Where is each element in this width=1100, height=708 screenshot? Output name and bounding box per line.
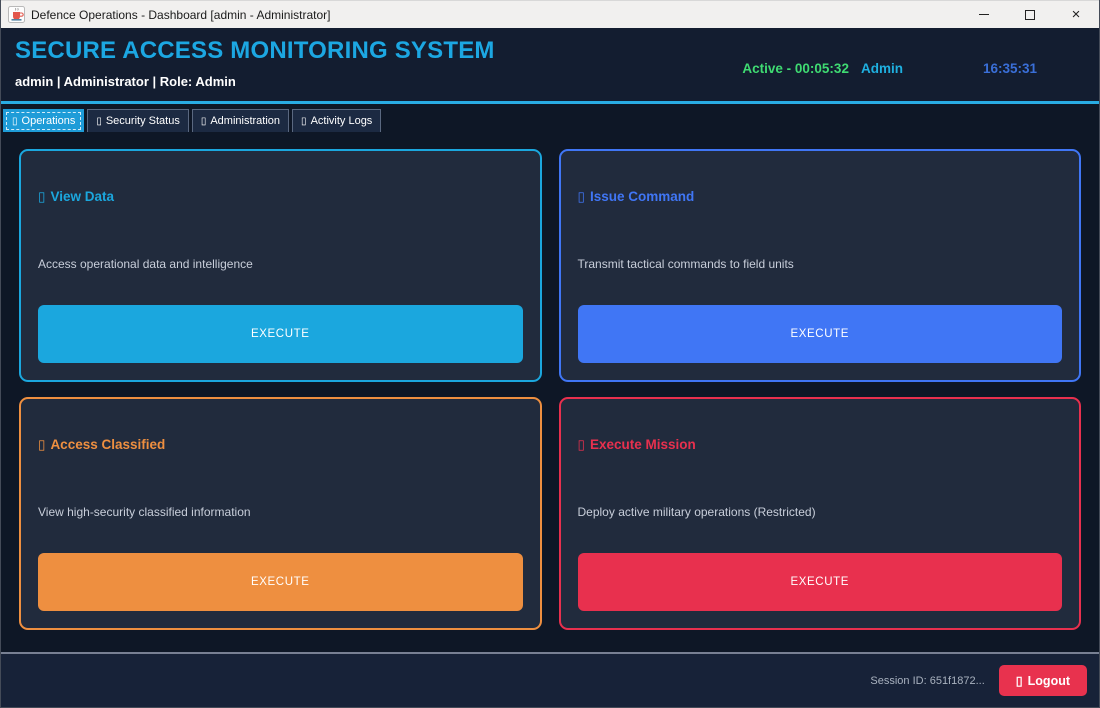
card-description: Transmit tactical commands to field unit… xyxy=(577,257,794,271)
tab-bar: ▯ Operations ▯ Security Status ▯ Adminis… xyxy=(1,104,1099,132)
page-title: SECURE ACCESS MONITORING SYSTEM xyxy=(15,37,495,64)
card-issue-command: ▯Issue Command Transmit tactical command… xyxy=(558,149,1081,382)
minimize-icon xyxy=(979,14,989,15)
card-title: ▯Execute Mission xyxy=(577,437,696,452)
card-title: ▯View Data xyxy=(38,189,114,204)
close-icon: × xyxy=(1071,6,1081,23)
tab-label: Operations xyxy=(21,115,76,127)
tab-operations[interactable]: ▯ Operations xyxy=(3,109,85,132)
execute-mission-icon: ▯ xyxy=(577,437,585,452)
maximize-icon xyxy=(1025,9,1035,20)
user-role-subtitle: admin | Administrator | Role: Admin xyxy=(15,74,236,89)
logout-icon: ▯ xyxy=(1015,674,1023,688)
tab-administration[interactable]: ▯ Administration xyxy=(191,109,290,132)
operations-tab-icon: ▯ xyxy=(12,115,18,127)
tab-security-status[interactable]: ▯ Security Status xyxy=(87,109,189,132)
access-classified-icon: ▯ xyxy=(38,437,46,452)
session-id-label: Session ID: 651f1872... xyxy=(870,674,985,687)
app-header: SECURE ACCESS MONITORING SYSTEM admin | … xyxy=(1,28,1099,101)
operations-grid: ▯View Data Access operational data and i… xyxy=(19,149,1081,630)
minimize-button[interactable] xyxy=(961,1,1007,28)
clock: 16:35:31 xyxy=(982,61,1037,76)
logout-label: Logout xyxy=(1027,673,1070,688)
card-view-data: ▯View Data Access operational data and i… xyxy=(19,149,542,382)
tab-label: Administration xyxy=(210,115,281,127)
header-left: SECURE ACCESS MONITORING SYSTEM admin | … xyxy=(15,28,742,101)
administration-tab-icon: ▯ xyxy=(200,115,207,127)
card-title: ▯Issue Command xyxy=(577,189,695,204)
java-app-icon xyxy=(8,6,25,23)
execute-access-classified-button[interactable]: EXECUTE xyxy=(38,553,523,611)
issue-command-icon: ▯ xyxy=(577,189,585,204)
header-status-cluster: Active - 00:05:32 Admin 16:35:31 xyxy=(742,61,1085,101)
card-access-classified: ▯Access Classified View high-security cl… xyxy=(19,397,542,630)
window-controls: × xyxy=(961,1,1099,28)
footer-bar: Session ID: 651f1872... ▯ Logout xyxy=(1,654,1099,707)
tab-activity-logs[interactable]: ▯ Activity Logs xyxy=(292,109,382,132)
close-button[interactable]: × xyxy=(1053,1,1099,28)
execute-issue-command-button[interactable]: EXECUTE xyxy=(577,305,1062,363)
execute-view-data-button[interactable]: EXECUTE xyxy=(38,305,523,363)
activity-logs-tab-icon: ▯ xyxy=(301,115,307,127)
card-description: View high-security classified informatio… xyxy=(38,505,251,519)
card-title: ▯Access Classified xyxy=(38,437,166,452)
header-accent-line xyxy=(1,101,1099,104)
view-data-icon: ▯ xyxy=(38,189,46,204)
card-execute-mission: ▯Execute Mission Deploy active military … xyxy=(558,397,1081,630)
maximize-button[interactable] xyxy=(1007,1,1053,28)
titlebar: Defence Operations - Dashboard [admin - … xyxy=(1,0,1099,28)
session-status-badge: Active - 00:05:32 xyxy=(742,61,849,76)
footer-divider xyxy=(1,652,1099,654)
card-description: Deploy active military operations (Restr… xyxy=(577,505,816,519)
card-description: Access operational data and intelligence xyxy=(38,257,253,271)
logout-button[interactable]: ▯ Logout xyxy=(998,665,1087,696)
window-title: Defence Operations - Dashboard [admin - … xyxy=(31,7,331,22)
security-status-tab-icon: ▯ xyxy=(96,115,102,127)
tab-label: Activity Logs xyxy=(310,115,373,127)
operations-panel: ▯View Data Access operational data and i… xyxy=(1,132,1099,652)
user-badge: Admin xyxy=(860,61,903,76)
execute-mission-button[interactable]: EXECUTE xyxy=(577,553,1062,611)
tab-label: Security Status xyxy=(105,115,180,127)
